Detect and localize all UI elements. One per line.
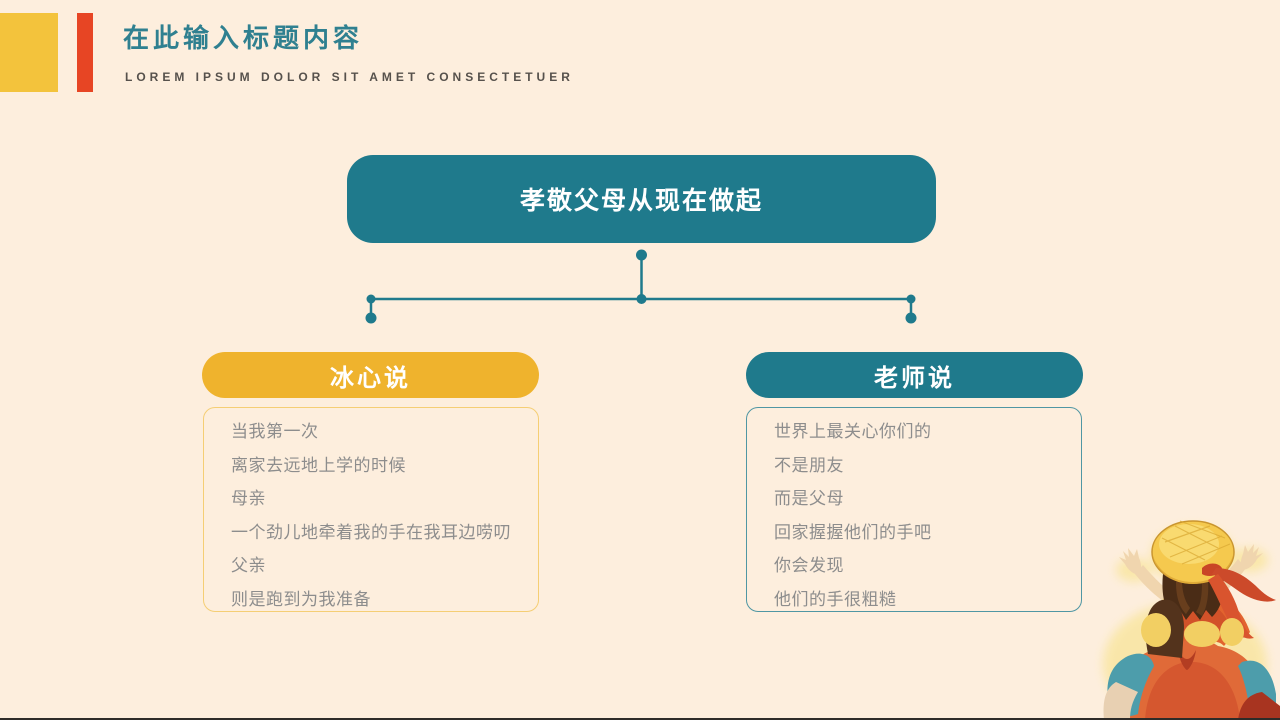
- text-line: 离家去远地上学的时候: [231, 455, 406, 475]
- text-line: 则是跑到为我准备: [231, 589, 371, 609]
- text-line: 不是朋友: [774, 455, 844, 475]
- text-line: 母亲: [231, 489, 266, 508]
- content-box-teacher: 世界上最关心你们的 不是朋友 而是父母 回家握握他们的手吧 你会发现 他们的手很…: [746, 407, 1082, 612]
- text-line: 一个劲儿地牵着我的手在我耳边唠叨: [231, 522, 511, 542]
- child-on-shoulders-illustration: [1103, 520, 1280, 720]
- text-line: 当我第一次: [231, 422, 319, 441]
- accent-bar-red: [77, 13, 93, 92]
- diagram-root-label: 孝敬父母从现在做起: [519, 187, 763, 215]
- column-header-label: 老师说: [874, 364, 955, 392]
- text-line: 回家握握他们的手吧: [774, 522, 932, 542]
- text-line: 而是父母: [774, 489, 844, 508]
- text-line: 你会发现: [774, 556, 844, 575]
- column-header-teacher: 老师说: [746, 352, 1083, 398]
- accent-square-yellow: [0, 13, 58, 92]
- slide-bottom-edge: [0, 718, 1280, 720]
- page-title: 在此输入标题内容: [123, 23, 364, 53]
- content-box-bingxin: 当我第一次 离家去远地上学的时候 母亲 一个劲儿地牵着我的手在我耳边唠叨 父亲 …: [203, 407, 539, 612]
- diagram-root-node: 孝敬父母从现在做起: [347, 155, 936, 243]
- diagram-connector-lines: [365, 249, 917, 324]
- text-line: 父亲: [231, 556, 266, 575]
- text-line: 世界上最关心你们的: [774, 422, 932, 441]
- column-header-bingxin: 冰心说: [202, 352, 539, 398]
- page-subtitle: LOREM IPSUM DOLOR SIT AMET CONSECTETUER: [125, 70, 574, 84]
- text-line: 他们的手很粗糙: [774, 589, 897, 609]
- column-header-label: 冰心说: [330, 364, 411, 392]
